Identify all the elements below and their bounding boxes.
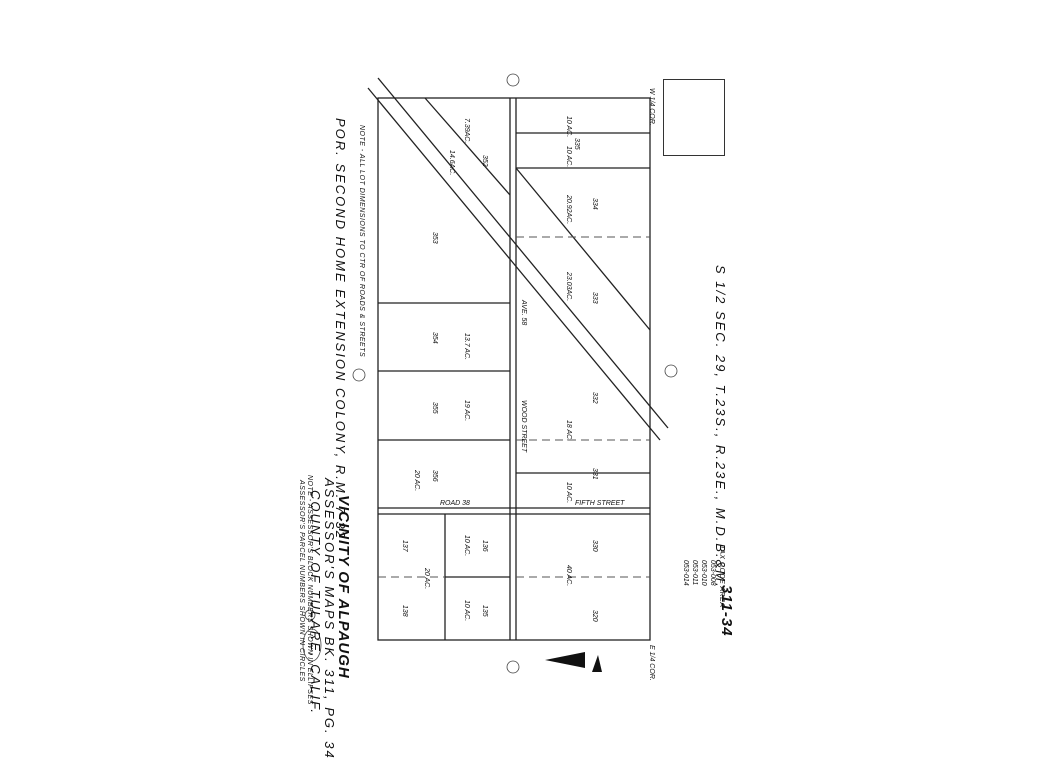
tax-code-3: 053-011 — [691, 560, 698, 586]
parcel-11-acres: 20 AC. — [413, 470, 420, 492]
dimensions-note: NOTE - ALL LOT DIMENSIONS TO CTR OF ROAD… — [358, 125, 365, 358]
tax-code-4: 053-014 — [682, 560, 689, 586]
parcel-3-acres: 18 AC. — [565, 420, 572, 442]
parcel-4-acres: 23.03AC. — [565, 272, 572, 302]
tax-code-1: 053-008 — [709, 560, 716, 586]
map-linework — [302, 73, 678, 674]
parcel-13-acres: 10 AC. — [463, 600, 470, 622]
block-352: 352 — [481, 155, 488, 167]
block-136: 136 — [481, 540, 488, 552]
block-354: 354 — [431, 332, 438, 344]
street-road-38: ROAD 38 — [440, 500, 470, 507]
parcel-2-acres: 10 AC. — [565, 146, 572, 168]
parcel-5-acres: 10 AC. — [565, 482, 572, 504]
block-355: 355 — [431, 402, 438, 414]
block-353: 353 — [431, 232, 438, 244]
block-138: 138 — [401, 605, 408, 617]
block-332: 332 — [591, 392, 598, 404]
tax-code-label: TAX CODE AREA — [718, 545, 725, 608]
block-330: 330 — [591, 540, 598, 552]
block-333: 333 — [591, 292, 598, 304]
parcel-12-acres: 10 AC. — [463, 535, 470, 557]
block-335: 335 — [573, 138, 580, 150]
section-title: S 1/2 SEC. 29, T.23S., R.23E., M.D.B.&M. — [713, 265, 728, 589]
note-1: NOTE - ASSESSOR'S BLOCK NUMBERS SHOWN IN… — [306, 475, 313, 705]
parcel-1-acres: 10 AC. — [565, 116, 572, 138]
block-356: 356 — [431, 470, 438, 482]
corner-nw: W 1/4 COR. — [648, 88, 655, 126]
street-ave-58: AVE. 58 — [520, 300, 527, 326]
parcel-6-acres: 20.92AC. — [565, 195, 572, 225]
block-137: 137 — [401, 540, 408, 552]
disclaimer-box — [663, 79, 725, 156]
note-2: ASSESSOR'S PARCEL NUMBERS SHOWN IN CIRCL… — [298, 480, 305, 682]
corner-ne: E 1/4 COR. — [648, 645, 655, 681]
parcel-16-acres: 14.6AC. — [448, 150, 455, 176]
parcel-7-acres: 40 AC. — [565, 565, 572, 587]
parcel-15-acres: 7.39AC. — [463, 118, 470, 144]
block-320: 320 — [591, 610, 598, 622]
block-334: 334 — [591, 198, 598, 210]
street-wood: WOOD STREET — [520, 400, 527, 453]
tax-code-2: 053-010 — [700, 560, 707, 586]
street-fifth: FIFTH STREET — [575, 500, 625, 507]
block-135: 135 — [481, 605, 488, 617]
subdivision-title: POR. SECOND HOME EXTENSION COLONY, R.M. … — [333, 118, 348, 540]
parcel-14-acres: 20 AC. — [423, 568, 430, 590]
parcel-9-acres: 13.7 AC. — [463, 333, 470, 360]
block-331: 331 — [591, 468, 598, 480]
parcel-10-acres: 19 AC. — [463, 400, 470, 422]
